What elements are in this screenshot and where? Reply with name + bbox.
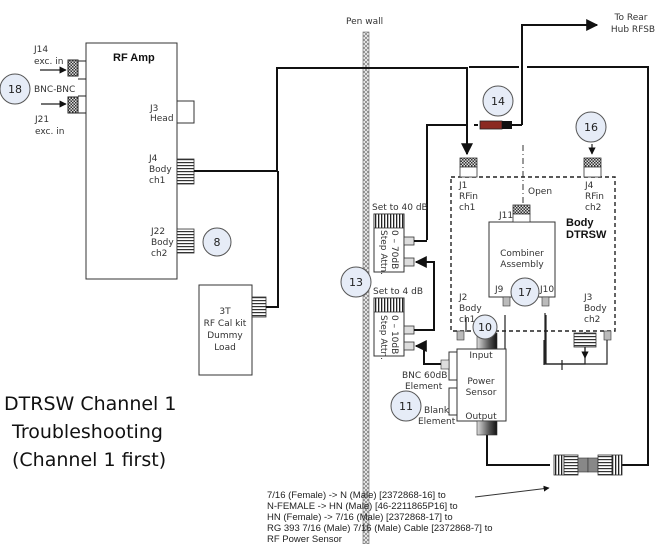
step-attenuator-40db: Set to 40 dB 0 – 70dB Step Attn. — [372, 203, 430, 275]
j11-label: J11 — [498, 211, 513, 221]
note-line4: RG 393 7/16 (Male) 7/16 (Male) Cable [23… — [267, 523, 493, 534]
dtrsw-j1-label: J1 — [458, 181, 467, 191]
blank-element-line1: Blank — [424, 406, 450, 416]
dtrsw-j1-desc2: ch1 — [459, 203, 475, 213]
rf-amp-label: RF Amp — [113, 52, 155, 64]
j11-connector — [512, 204, 531, 215]
dtrsw-j4-desc2: ch2 — [585, 203, 601, 213]
dtrsw-j2-desc1: Body — [459, 304, 482, 314]
dtrsw-j4-label: J4 — [584, 181, 594, 191]
bnc-60db-element — [448, 351, 458, 381]
svg-text:8: 8 — [214, 236, 221, 249]
j22-label: J22 — [150, 227, 165, 237]
power-sensor-output-label: Output — [465, 412, 497, 422]
attenuator-1-type: Step Attn. — [378, 230, 388, 275]
power-sensor: Input Power Sensor Output BNC 60dB Eleme… — [402, 332, 507, 436]
badge-11: 11 — [390, 390, 422, 422]
j22-desc2: ch2 — [151, 249, 167, 259]
badge-18: 18 — [0, 73, 31, 105]
j14-label: J14 — [33, 45, 48, 55]
j14-desc: exc. in — [34, 57, 63, 67]
blank-element-line2: Element — [418, 417, 456, 427]
rf-amp: RF Amp J14 exc. in BNC-BNC J21 exc. in J… — [33, 42, 195, 280]
open-label: Open — [528, 187, 552, 197]
combiner-line1: Combiner — [500, 249, 544, 259]
j10-label: J10 — [539, 285, 554, 295]
j21-label: J21 — [34, 115, 49, 125]
j22-body-ch2-connector — [176, 228, 195, 254]
bnc-element-line2: Element — [405, 382, 443, 392]
j4-body-ch1-connector — [176, 158, 195, 185]
badge-14: 14 — [482, 85, 514, 117]
bnc-element-line1: BNC 60dB — [402, 371, 447, 381]
pen-wall-label: Pen wall — [346, 17, 383, 27]
svg-text:18: 18 — [8, 83, 22, 96]
svg-text:17: 17 — [518, 286, 532, 299]
j3-head-port — [176, 100, 195, 124]
power-sensor-line1: Power — [467, 377, 495, 387]
svg-text:10: 10 — [478, 321, 492, 334]
j3-desc: Head — [150, 114, 174, 124]
badge-16: 16 — [575, 111, 607, 143]
power-sensor-line2: Sensor — [466, 388, 497, 398]
svg-text:14: 14 — [491, 95, 505, 108]
j21-connector — [67, 96, 79, 114]
dtrsw-j4-desc1: RFin — [585, 192, 604, 202]
dtrsw-j2-label: J2 — [458, 293, 467, 303]
dummy-load-line3: Dummy — [207, 331, 243, 341]
dummy-load: 3T RF Cal kit Dummy Load — [198, 284, 267, 376]
svg-text:16: 16 — [584, 121, 598, 134]
note-line3: HN (Female) -> 7/16 (Male) [2372868-17] … — [267, 512, 453, 523]
body-dtrsw: Body DTRSW J1 RFin ch1 J4 RFin ch2 Open … — [450, 157, 616, 365]
dtrsw-label1: Body — [566, 217, 594, 229]
attenuator-2-type: Step Attn. — [378, 315, 388, 360]
dtrsw-j3-desc2: ch2 — [584, 315, 600, 325]
dtrsw-j3-label: J3 — [583, 293, 592, 303]
attenuator-1-range: 0 – 70dB — [389, 230, 399, 269]
adapter-chain-connector — [553, 454, 623, 476]
attenuator-barrel-connector — [479, 120, 522, 130]
badge-17: 17 — [510, 277, 540, 307]
title-line3: (Channel 1 first) — [12, 449, 166, 471]
note-line2: N-FEMALE -> HN (Male) [46-2211865P16] to — [267, 501, 458, 512]
j4-desc2: ch1 — [149, 176, 165, 186]
title-line2: Troubleshooting — [11, 421, 163, 443]
svg-text:11: 11 — [399, 400, 413, 413]
j3-label: J3 — [149, 104, 158, 114]
dtrsw-j2-desc2: ch1 — [459, 315, 475, 325]
badge-10: 10 — [472, 314, 498, 340]
note-arrow — [474, 485, 550, 498]
j4-desc1: Body — [149, 165, 172, 175]
j21-desc: exc. in — [35, 127, 64, 137]
dtrsw-j1-desc1: RFin — [459, 192, 478, 202]
bnc-bnc-label: BNC-BNC — [34, 85, 75, 95]
to-rear-line2: Hub RFSB — [611, 25, 655, 35]
svg-text:13: 13 — [349, 276, 363, 289]
attenuator-2-range: 0 – 10dB — [389, 315, 399, 354]
dtrsw-label2: DTRSW — [566, 229, 607, 241]
combiner-line2: Assembly — [500, 260, 544, 270]
blank-element — [448, 387, 458, 416]
power-sensor-input-label: Input — [469, 351, 493, 361]
dummy-load-line1: 3T — [219, 307, 231, 317]
attenuator-2-setting: Set to 4 dB — [373, 287, 423, 297]
dummy-load-line4: Load — [214, 343, 236, 353]
title-line1: DTRSW Channel 1 — [4, 393, 176, 415]
badge-8: 8 — [202, 227, 232, 257]
note-line1: 7/16 (Female) -> N (Male) [2372868-16] t… — [267, 490, 446, 501]
dtrsw-j3-desc1: Body — [584, 304, 607, 314]
j14-connector — [67, 59, 79, 77]
j9-label: J9 — [494, 285, 504, 295]
j4-rfin-ch2-connector — [583, 157, 602, 168]
j22-desc1: Body — [151, 238, 174, 248]
j4-label: J4 — [148, 154, 158, 164]
note-line5: RF Power Sensor — [267, 534, 342, 544]
attenuator-1-setting: Set to 40 dB — [372, 203, 428, 213]
badge-13: 13 — [340, 266, 372, 298]
step-attenuator-10db: Set to 4 dB 0 – 10dB Step Attn. — [373, 287, 434, 360]
dummy-load-line2: RF Cal kit — [204, 319, 247, 329]
j1-rfin-ch1-connector — [459, 157, 478, 168]
to-rear-line1: To Rear — [614, 13, 648, 23]
